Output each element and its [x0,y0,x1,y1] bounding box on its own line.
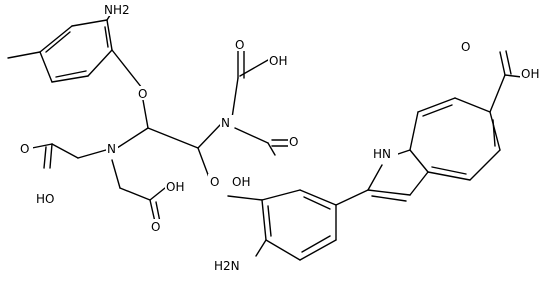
label-cooh-left-o: O [20,142,29,156]
label-cooh-mid-o: O [151,220,160,234]
aminophenyl-ring-bottom [255,189,369,261]
label-nh2-bottom: H2N [214,259,240,273]
central-chain [116,99,263,201]
label-cooh-mid-oh: OH [166,180,184,194]
indole-ring [367,50,531,202]
label-cooh-left-oh: HO [36,192,54,206]
label-cooh-top-o: O [235,38,244,52]
label-cooh-right-o: O [461,40,470,54]
left-amine-arms [31,143,166,223]
toluidine-ring-top [7,11,143,89]
label-cooh-center-oh: OH [232,175,250,189]
label-n-right: N [221,116,230,130]
label-nh2-top: NH2 [104,3,130,17]
label-o-ether-bottom: O [210,175,219,189]
label-o-ether-top: O [138,87,147,101]
label-nh-indole: HN [373,147,391,161]
label-cooh-top-oh: OH [269,54,287,68]
atom-labels: NH2 O N N O OH O HO OH O O O OH H2N HN O [19,2,548,273]
label-cooh-center-o: O [289,135,298,149]
label-n-left: N [107,142,116,156]
right-amine-arms [231,49,301,156]
label-cooh-right-oh: OH [521,67,539,81]
